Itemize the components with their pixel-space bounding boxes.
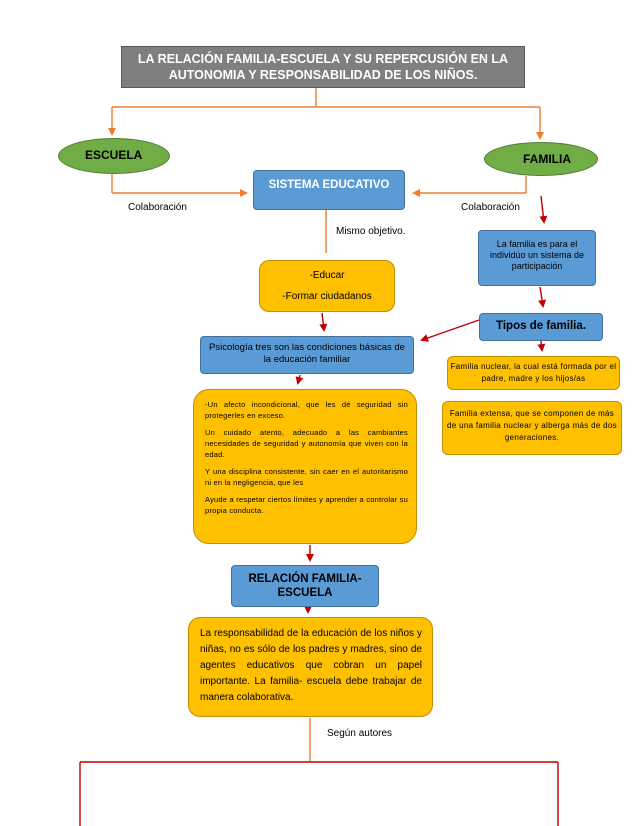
condicion-limites: Ayude a respetar ciertos límites y apren… [205, 495, 408, 515]
colaboracion-left-label: Colaboración [128, 202, 187, 213]
sistema-educativo-node: SISTEMA EDUCATIVO [253, 170, 405, 210]
mismo-objetivo-label: Mismo objetivo. [336, 226, 406, 237]
responsabilidad-node: La responsabilidad de la educación de lo… [188, 617, 433, 717]
condicion-disciplina: Y una disciplina consistente, sin caer e… [205, 467, 408, 487]
diagram-title: LA RELACIÓN FAMILIA-ESCUELA Y SU REPERCU… [121, 46, 525, 88]
relacion-familia-escuela-node: RELACIÓN FAMILIA-ESCUELA [231, 565, 379, 607]
condicion-cuidado: Un cuidado atento, adecuado a las cambia… [205, 428, 408, 459]
la-familia-node: La familia es para el individúo un siste… [478, 230, 596, 286]
familia-extensa-node: Familia extensa, que se componen de más … [442, 401, 622, 455]
condiciones-node: -Un afecto incondicional, que les dé seg… [193, 389, 417, 544]
escuela-node: ESCUELA [58, 138, 170, 174]
educar-text: -Educar [309, 270, 345, 281]
psicologia-node: Psicología tres son las condiciones bási… [200, 336, 414, 374]
formar-text: -Formar ciudadanos [282, 291, 372, 302]
segun-autores-label: Según autores [327, 728, 393, 739]
bottom-branch [79, 761, 559, 826]
escuela-sistema-connector [111, 174, 248, 197]
familia-node: FAMILIA [484, 142, 598, 176]
condicion-afecto: -Un afecto incondicional, que les dé seg… [205, 400, 408, 420]
familia-nuclear-node: Familia nuclear, la cual está formada po… [447, 356, 620, 390]
familia-sistema-connector [412, 176, 527, 197]
title-branch-connector [108, 88, 544, 140]
tipos-familia-node: Tipos de familia. [479, 313, 603, 341]
red-arrows [295, 195, 548, 614]
colaboracion-right-label: Colaboración [461, 202, 520, 213]
educar-node: -Educar -Formar ciudadanos [259, 260, 395, 312]
